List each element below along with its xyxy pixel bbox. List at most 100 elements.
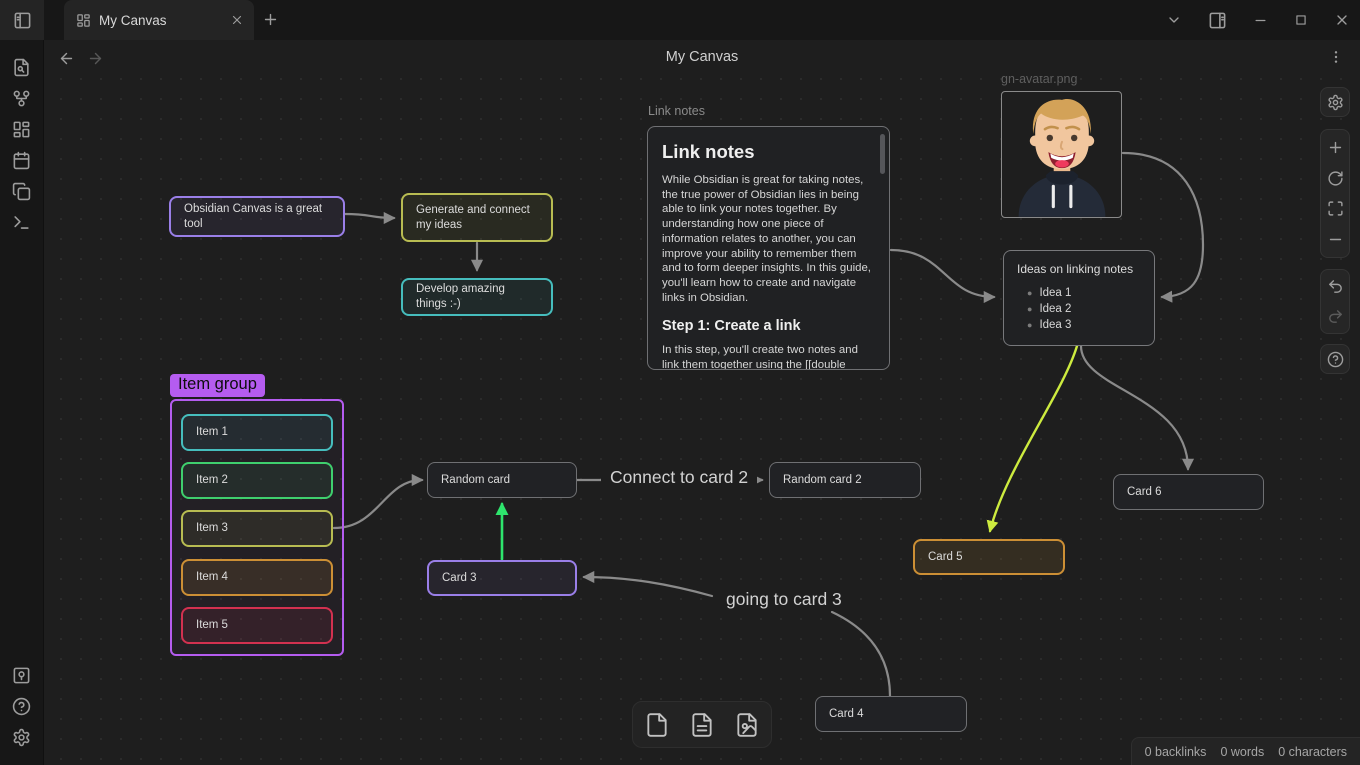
maximize-button[interactable] <box>1294 13 1308 27</box>
reset-zoom-button[interactable] <box>1320 163 1350 194</box>
canvas[interactable]: Connect to card 2 going to card 3 Obsidi… <box>44 40 1360 765</box>
canvas-edges <box>332 151 1205 698</box>
card-text: Card 4 <box>829 707 864 720</box>
add-note-button[interactable] <box>689 712 715 738</box>
card-item-4[interactable]: Item 4 <box>181 559 333 596</box>
card-ideas-on-linking[interactable]: Ideas on linking notes ●Idea 1 ●Idea 2 ●… <box>1003 250 1155 346</box>
terminal-icon[interactable] <box>8 207 36 238</box>
card-4[interactable]: Card 4 <box>815 696 967 732</box>
back-button[interactable] <box>58 50 75 67</box>
new-tab-button[interactable] <box>262 11 279 28</box>
card-text: Card 5 <box>928 550 963 563</box>
card-generate-ideas[interactable]: Generate and connect my ideas <box>401 193 553 242</box>
forward-button[interactable] <box>87 50 104 67</box>
group-label[interactable]: Item group <box>170 374 265 397</box>
card-text: Obsidian Canvas is a great tool <box>184 202 323 230</box>
redo-button[interactable] <box>1320 302 1350 333</box>
zoom-to-fit-button[interactable] <box>1320 194 1350 225</box>
card-item-2[interactable]: Item 2 <box>181 462 333 499</box>
vault-switcher-icon[interactable] <box>8 660 36 691</box>
undo-button[interactable] <box>1320 271 1350 302</box>
right-sidebar-toggle[interactable] <box>1208 11 1227 30</box>
card-text: Card 6 <box>1127 485 1162 498</box>
card-item-5[interactable]: Item 5 <box>181 607 333 644</box>
note-scrollbar[interactable] <box>880 134 885 174</box>
note-node-label: Link notes <box>648 104 705 118</box>
history-controls-group <box>1320 269 1350 334</box>
edge-obsidian-to-generate[interactable] <box>343 211 396 225</box>
ideas-title: Ideas on linking notes <box>1017 262 1134 276</box>
note-paragraph-1: While Obsidian is great for taking notes… <box>662 174 871 304</box>
canvas-toolbar <box>632 701 772 748</box>
tab-my-canvas[interactable]: My Canvas <box>64 0 254 40</box>
canvas-help-group <box>1320 344 1350 374</box>
avatar-image <box>1018 99 1105 217</box>
new-canvas-icon[interactable] <box>8 114 36 145</box>
edge-item3-to-random[interactable] <box>332 473 424 530</box>
note-link-notes[interactable]: Link notes While Obsidian is great for t… <box>647 126 890 370</box>
card-text: Item 4 <box>196 571 228 584</box>
card-text: Item 5 <box>196 619 228 632</box>
canvas-help-button[interactable] <box>1320 345 1350 373</box>
card-obsidian-canvas[interactable]: Obsidian Canvas is a great tool <box>169 196 345 237</box>
left-sidebar-toggle[interactable] <box>0 0 44 40</box>
note-paragraph-2: In this step, you'll create two notes an… <box>662 344 858 370</box>
settings-icon[interactable] <box>8 722 36 753</box>
canvas-settings-gear-icon[interactable] <box>1320 88 1350 116</box>
edge-card4-to-card3-a[interactable] <box>830 610 892 698</box>
quick-switcher-icon[interactable] <box>8 52 36 83</box>
minimize-button[interactable] <box>1253 13 1268 28</box>
card-text: Card 3 <box>442 571 477 584</box>
card-random-2[interactable]: Random card 2 <box>769 462 921 498</box>
card-6[interactable]: Card 6 <box>1113 474 1264 510</box>
backlinks-count: 0 backlinks <box>1144 744 1207 759</box>
zoom-in-button[interactable] <box>1320 132 1350 163</box>
canvas-icon <box>76 13 91 28</box>
add-card-button[interactable] <box>644 712 670 738</box>
view-header: My Canvas <box>44 40 1360 76</box>
tab-title: My Canvas <box>99 12 167 28</box>
zoom-out-button[interactable] <box>1320 224 1350 255</box>
note-subheading: Step 1: Create a link <box>662 318 801 335</box>
templates-icon[interactable] <box>8 176 36 207</box>
tab-close-icon[interactable] <box>230 13 244 27</box>
card-random[interactable]: Random card <box>427 462 577 498</box>
note-heading: Link notes <box>662 141 755 162</box>
graph-view-icon[interactable] <box>8 83 36 114</box>
help-icon[interactable] <box>8 691 36 722</box>
card-text: Develop amazing things :-) <box>416 283 505 310</box>
image-node-avatar[interactable] <box>1001 91 1122 218</box>
bullet-icon: ● <box>1027 288 1033 298</box>
card-3[interactable]: Card 3 <box>427 560 577 596</box>
add-media-button[interactable] <box>734 712 760 738</box>
card-5[interactable]: Card 5 <box>913 539 1065 575</box>
edge-avatar-to-ideas[interactable] <box>1121 151 1205 303</box>
edge-ideas-to-card5[interactable] <box>986 344 1079 533</box>
tab-list-chevron-icon[interactable] <box>1166 12 1182 28</box>
character-count: 0 characters <box>1278 744 1347 759</box>
list-item: ●Idea 1 <box>1027 287 1072 299</box>
card-develop-things[interactable]: Develop amazing things :-) <box>401 278 553 316</box>
list-item: ●Idea 2 <box>1027 303 1072 315</box>
card-item-1[interactable]: Item 1 <box>181 414 333 451</box>
daily-note-icon[interactable] <box>8 145 36 176</box>
more-options-icon[interactable] <box>1328 47 1344 67</box>
edge-label-connect[interactable]: Connect to card 2 <box>601 466 758 489</box>
card-text: Generate and connect my ideas <box>416 203 530 231</box>
card-text: Item 2 <box>196 474 228 487</box>
card-text: Item 3 <box>196 522 228 535</box>
bullet-icon: ● <box>1027 304 1033 314</box>
view-title: My Canvas <box>665 49 739 65</box>
item-group-box[interactable] <box>170 399 344 656</box>
card-item-3[interactable]: Item 3 <box>181 510 333 547</box>
edge-note-to-ideas[interactable] <box>889 248 996 304</box>
edge-label-going[interactable]: going to card 3 <box>717 588 851 611</box>
edge-ideas-to-card6[interactable] <box>1079 344 1195 471</box>
close-window-button[interactable] <box>1334 12 1350 28</box>
edge-card4-to-card3-b[interactable] <box>582 570 714 598</box>
word-count: 0 words <box>1220 744 1265 759</box>
list-item: ●Idea 3 <box>1027 319 1072 331</box>
card-text: Random card 2 <box>783 473 862 486</box>
zoom-controls-group <box>1320 129 1350 258</box>
